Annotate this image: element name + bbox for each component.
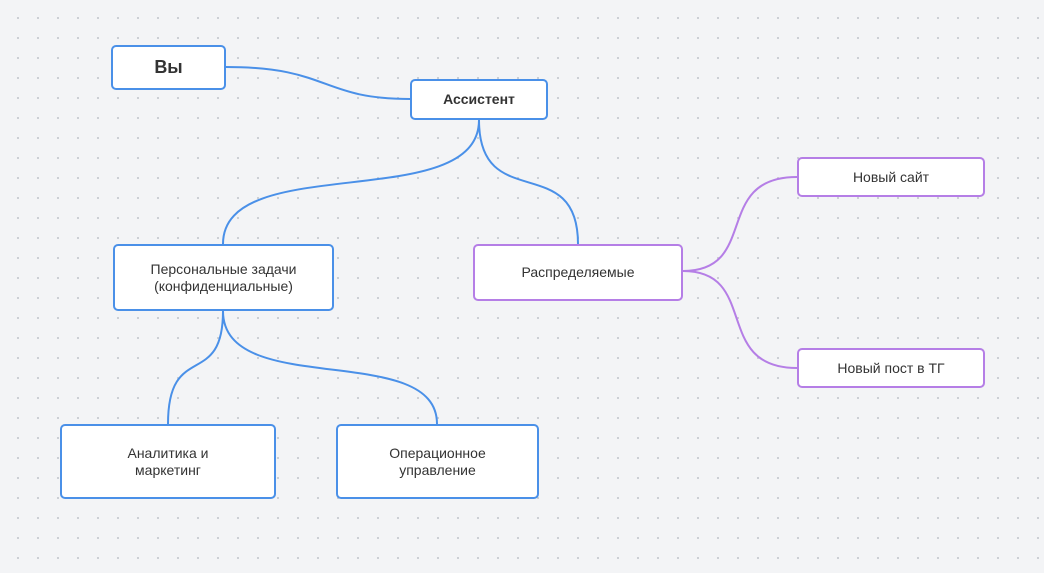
node-distributed[interactable]: Распределяемые [473, 244, 683, 301]
connector-assistant-personal [222, 119, 480, 245]
node-analytics-marketing[interactable]: Аналитика и маркетинг [60, 424, 276, 499]
node-you[interactable]: Вы [111, 45, 226, 90]
connector-personal-analytics [167, 310, 224, 425]
connector-you-assistant [225, 66, 411, 100]
connector-personal-ops [222, 310, 438, 425]
node-personal-tasks[interactable]: Персональные задачи (конфиденциальные) [113, 244, 334, 311]
node-assistant[interactable]: Ассистент [410, 79, 548, 120]
connector-distrib-site [682, 176, 798, 272]
node-new-tg-post[interactable]: Новый пост в ТГ [797, 348, 985, 388]
node-new-site[interactable]: Новый сайт [797, 157, 985, 197]
node-operational-management[interactable]: Операционное управление [336, 424, 539, 499]
connector-assistant-distrib [478, 119, 579, 245]
connector-distrib-post [682, 270, 798, 369]
